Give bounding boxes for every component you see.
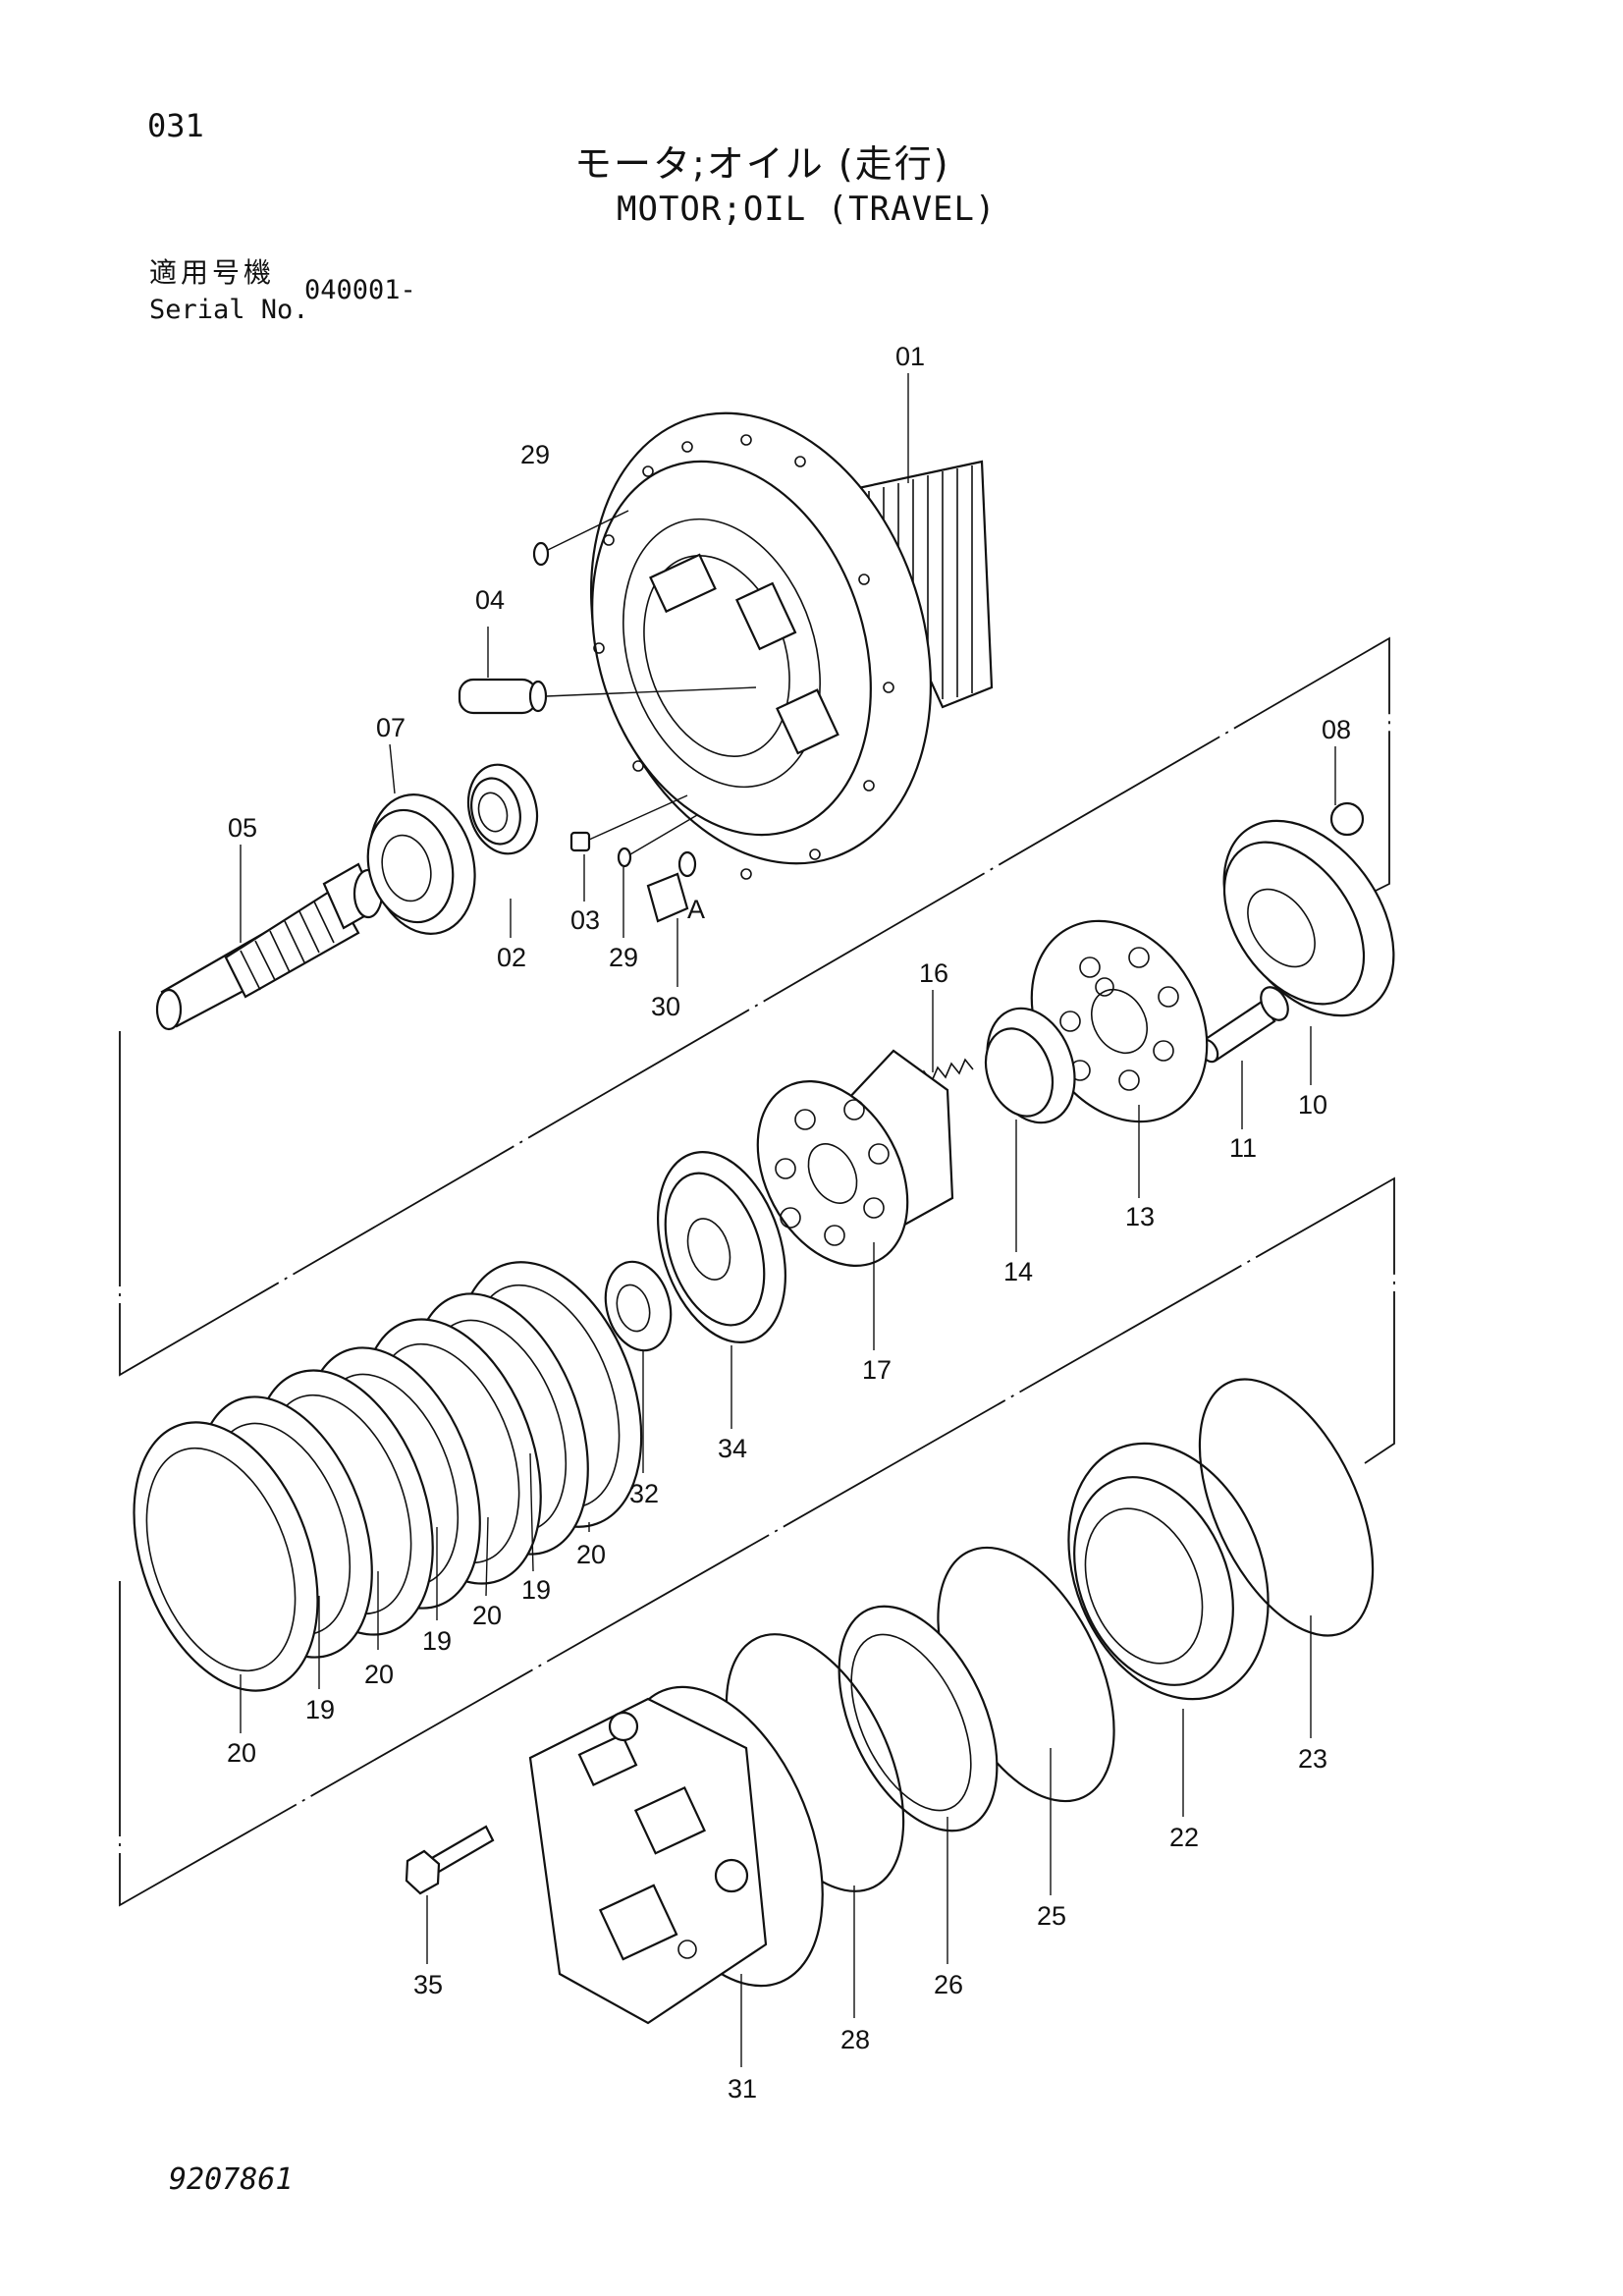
part-03-plug bbox=[569, 794, 688, 852]
part-08-steel-ball bbox=[1329, 801, 1365, 837]
callout-11: 11 bbox=[1229, 1133, 1257, 1163]
callout-20-a: 20 bbox=[576, 1540, 606, 1569]
part-30-port-fitting bbox=[646, 850, 697, 923]
part-22-brake-piston bbox=[1067, 1442, 1270, 1701]
part-01-hub-housing bbox=[589, 411, 994, 880]
callout-08: 08 bbox=[1322, 715, 1351, 744]
callout-19-a: 19 bbox=[521, 1575, 551, 1605]
callout-14: 14 bbox=[1003, 1257, 1033, 1286]
part-26-plate bbox=[838, 1605, 999, 1832]
callout-01: 01 bbox=[895, 342, 925, 371]
callout-04: 04 bbox=[475, 585, 505, 615]
callout-03: 03 bbox=[570, 905, 600, 935]
callout-30: 30 bbox=[651, 992, 680, 1021]
callout-17: 17 bbox=[862, 1355, 892, 1385]
callout-28: 28 bbox=[840, 2025, 870, 2054]
part-32-bearing bbox=[604, 1260, 673, 1352]
callout-05: 05 bbox=[228, 813, 257, 843]
callout-23: 23 bbox=[1298, 1744, 1327, 1774]
callout-35: 35 bbox=[413, 1970, 443, 1999]
part-17-cylinder-block bbox=[756, 1049, 954, 1267]
part-35-bolt bbox=[405, 1825, 495, 1895]
callout-13: 13 bbox=[1125, 1202, 1155, 1231]
part-02-oil-seal bbox=[466, 763, 539, 855]
part-23-o-ring bbox=[1198, 1378, 1375, 1637]
callout-19-b: 19 bbox=[422, 1626, 452, 1656]
callout-20-b: 20 bbox=[472, 1601, 502, 1630]
brake-disc-stack bbox=[133, 1261, 643, 1692]
part-34-valve-plate bbox=[657, 1151, 786, 1343]
serial-number-value: 040001- bbox=[304, 275, 416, 305]
part-31-valve-cover bbox=[528, 1685, 824, 2025]
title-japanese: モータ;オイル (走行) bbox=[574, 142, 950, 186]
document-number: 9207861 bbox=[169, 2162, 294, 2197]
callout-29-lower: 29 bbox=[609, 943, 638, 972]
callout-20-c: 20 bbox=[364, 1660, 394, 1689]
callout-25: 25 bbox=[1037, 1901, 1066, 1931]
callout-07: 07 bbox=[376, 713, 406, 742]
part-07-bearing bbox=[366, 793, 476, 935]
section-marker-a: A bbox=[687, 895, 705, 924]
part-04-pin bbox=[458, 678, 757, 715]
callout-34: 34 bbox=[718, 1434, 747, 1463]
title-english: MOTOR;OIL (TRAVEL) bbox=[617, 190, 997, 229]
part-14-ball-guide bbox=[984, 1007, 1076, 1124]
callout-26: 26 bbox=[934, 1970, 963, 1999]
part-10-swash-plate bbox=[1222, 819, 1395, 1017]
callout-32: 32 bbox=[629, 1479, 659, 1508]
serial-label-japanese: 適用号機 bbox=[149, 256, 276, 289]
part-05-drive-shaft bbox=[155, 862, 384, 1031]
callout-02: 02 bbox=[497, 943, 526, 972]
callout-22: 22 bbox=[1169, 1823, 1199, 1852]
assembly-frame-lines bbox=[119, 636, 1395, 1907]
part-29-o-ring-upper bbox=[532, 510, 629, 567]
callout-10: 10 bbox=[1298, 1090, 1327, 1120]
callout-labels: 01 29 04 07 05 08 16 02 03 29 A 30 10 11… bbox=[227, 342, 1351, 2104]
serial-label-english: Serial No. bbox=[149, 295, 309, 325]
callout-19-c: 19 bbox=[305, 1695, 335, 1724]
callout-16: 16 bbox=[919, 958, 948, 988]
part-11-piston-pin bbox=[1198, 986, 1289, 1064]
leader-lines bbox=[240, 373, 1336, 2067]
callout-29-upper: 29 bbox=[520, 440, 550, 469]
part-29-o-ring-lower bbox=[617, 814, 698, 868]
page-number: 031 bbox=[147, 107, 204, 144]
callout-20-d: 20 bbox=[227, 1738, 256, 1768]
callout-31: 31 bbox=[728, 2074, 757, 2104]
